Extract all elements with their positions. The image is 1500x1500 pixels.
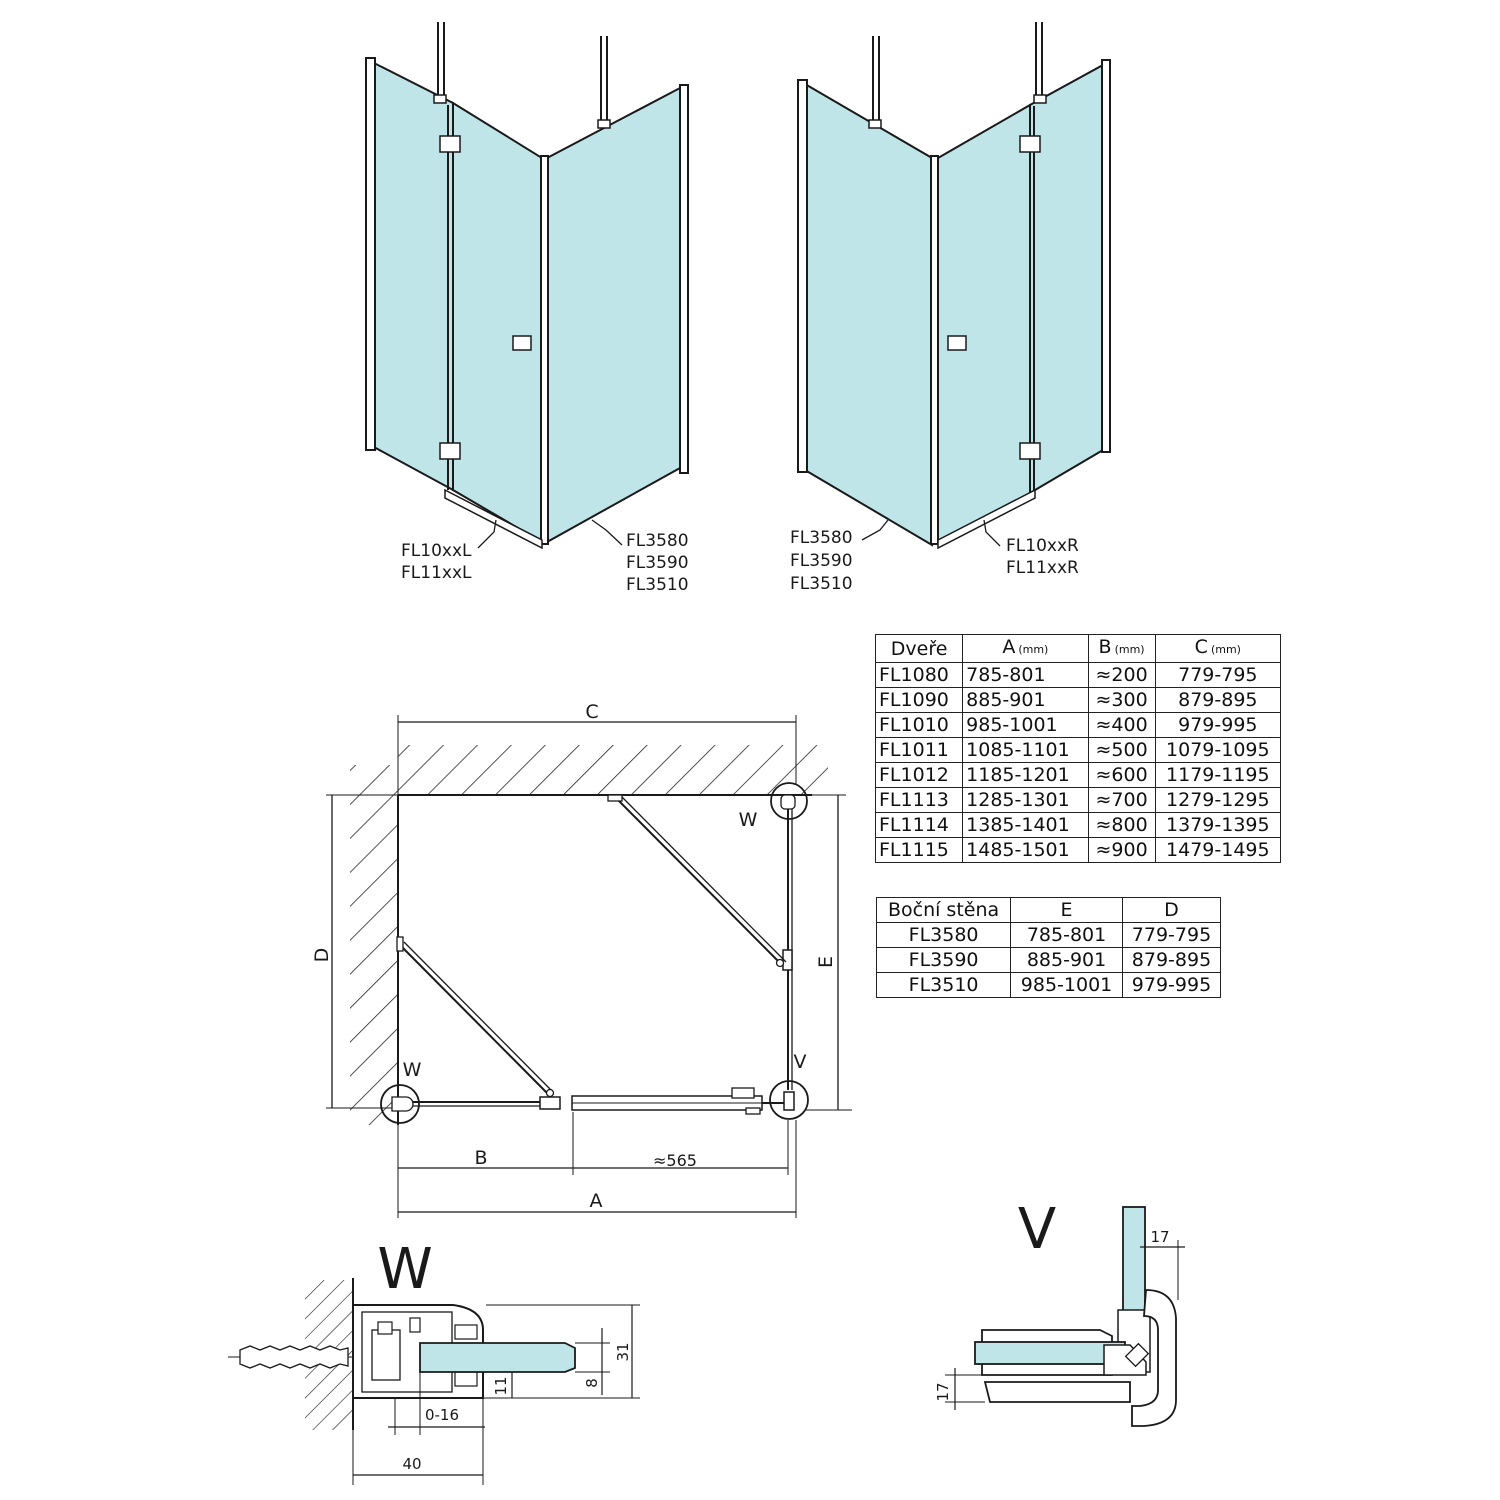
corner-profile (540, 155, 549, 545)
header-e: E (1010, 897, 1123, 923)
dim-0-16: 0-16 (425, 1406, 459, 1424)
label-door-l-1: FL10xxL (401, 541, 472, 561)
marker-w-top: W (739, 809, 758, 831)
header-dvere: Dveře (874, 634, 964, 663)
label-side-r-3: FL3510 (790, 574, 853, 594)
label-side-l-1: FL3580 (626, 531, 689, 551)
wall-profile-right (679, 84, 689, 474)
doors-table-header: Dveře A(mm) B(mm) C(mm) (874, 634, 1282, 663)
dim-11: 11 (492, 1376, 510, 1395)
detail-v-title: V (1018, 1197, 1056, 1262)
label-side-r-1: FL3580 (790, 528, 853, 548)
hinge-top (439, 135, 461, 153)
door-panel-right (937, 103, 1031, 545)
dim-40: 40 (402, 1455, 421, 1473)
label-door-r-2: FL11xxR (1006, 558, 1079, 578)
side-wall-panel-right (804, 82, 933, 547)
header-b: B(mm) (1087, 634, 1156, 663)
wall-profile-left (365, 57, 376, 451)
dim-31: 31 (614, 1342, 632, 1361)
dim-d: D (311, 948, 333, 963)
dim-e: E (815, 956, 837, 968)
detail-w-title: W (377, 1237, 432, 1302)
detail-v: V 17 17 (934, 1197, 1185, 1427)
enclosure-view-left: FL10xxL FL11xxL FL3580 FL3590 FL3510 (365, 22, 689, 595)
fixed-panel-left (371, 60, 454, 492)
fixed-panel-right (1029, 63, 1104, 495)
header-a: A(mm) (962, 634, 1089, 663)
glass-w (419, 1342, 576, 1373)
side-wall-panel-left (546, 86, 681, 544)
wall-left (350, 765, 398, 1125)
dim-565: ≈565 (653, 1151, 697, 1170)
plan-view: C D E (311, 701, 852, 1218)
detail-w: W 31 8 11 0-16 40 (228, 1237, 640, 1485)
dim-17-top: 17 (1150, 1228, 1169, 1246)
door-panel-left (452, 101, 543, 544)
dim-c: C (585, 701, 598, 723)
marker-w-bottom: W (403, 1059, 422, 1081)
label-side-l-2: FL3590 (626, 553, 689, 573)
label-side-l-3: FL3510 (626, 575, 689, 595)
dim-17-left: 17 (934, 1382, 952, 1401)
side-table-header: Boční stěna E D (875, 897, 1222, 923)
marker-circle-w-top (770, 782, 808, 820)
header-c: C(mm) (1154, 634, 1282, 663)
marker-circle-v (769, 1080, 809, 1120)
dim-a: A (590, 1190, 603, 1212)
enclosure-view-right: FL3580 FL3590 FL3510 FL10xxR FL11xxR (790, 22, 1111, 594)
wall-top (398, 745, 828, 795)
dim-b: B (474, 1147, 487, 1169)
header-bocni-stena: Boční stěna (875, 897, 1012, 923)
header-d: D (1121, 897, 1222, 923)
door-handle (512, 335, 532, 351)
label-door-r-1: FL10xxR (1006, 536, 1079, 556)
hinge-bottom (439, 442, 461, 460)
label-side-r-2: FL3590 (790, 551, 853, 571)
label-door-l-2: FL11xxL (401, 563, 472, 583)
dim-8: 8 (583, 1378, 601, 1388)
marker-circle-w-bottom (380, 1084, 420, 1124)
marker-v: V (794, 1051, 807, 1073)
